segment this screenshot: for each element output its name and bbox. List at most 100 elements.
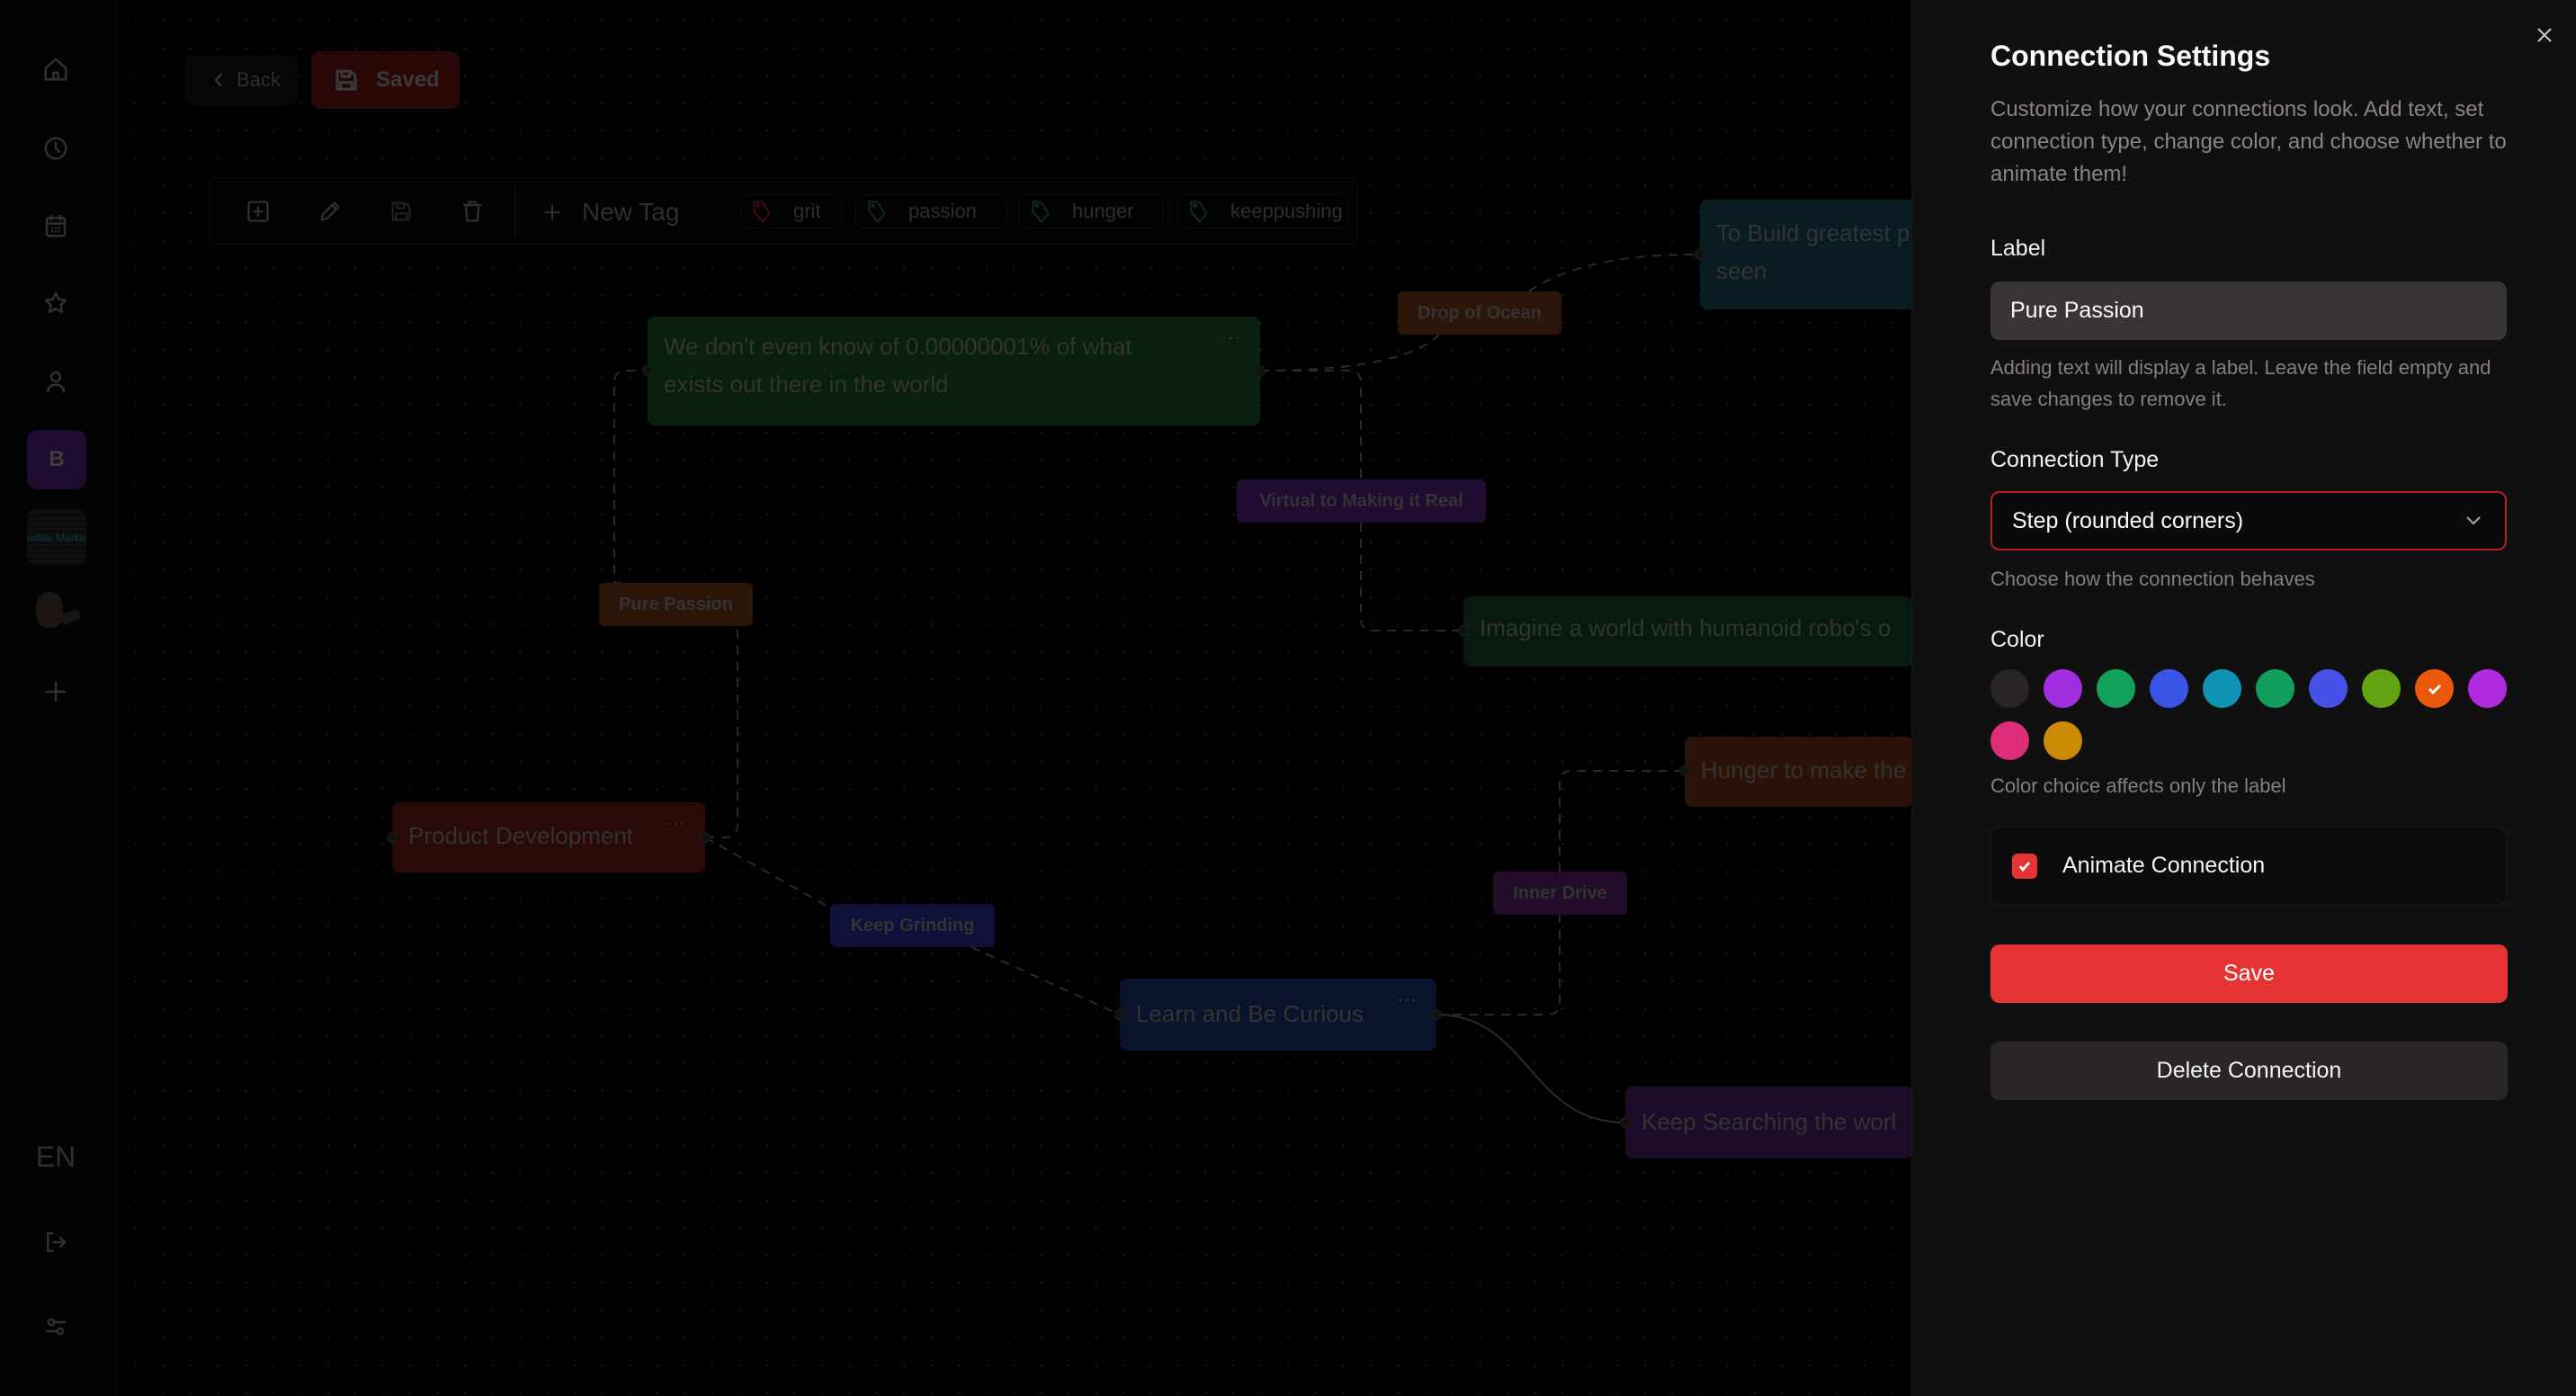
animate-connection-checkbox[interactable] [2012, 854, 2037, 879]
save-button[interactable]: Save [1990, 944, 2508, 1003]
tag-label: passion [908, 200, 977, 222]
workspace-b[interactable]: B [27, 430, 86, 489]
color-swatch-violet[interactable] [2468, 669, 2507, 708]
add-node-icon[interactable] [243, 196, 273, 227]
node-menu-icon[interactable]: ··· [1398, 990, 1417, 1008]
tag-label: hunger [1072, 200, 1134, 222]
avatar-face [36, 592, 63, 628]
close-icon [2537, 28, 2552, 42]
clock-icon[interactable] [37, 130, 75, 167]
label-help-text: Adding text will display a label. Leave … [1990, 356, 2491, 410]
animate-connection-option[interactable] [1990, 827, 2507, 906]
panel-title: Connection Settings [1990, 40, 2271, 72]
logout-icon[interactable] [37, 1223, 75, 1261]
node-universe[interactable]: We don't even know of 0.00000001% of wha… [648, 317, 1260, 425]
trash-icon[interactable] [457, 196, 487, 227]
node-handle[interactable] [1679, 765, 1690, 776]
node-learn-curious[interactable]: Learn and Be Curious ··· [1120, 979, 1436, 1051]
tag-label: grit [793, 200, 821, 222]
saved-button[interactable]: Saved [311, 51, 460, 109]
node-handle[interactable] [642, 365, 653, 376]
color-swatch-pink[interactable] [1990, 721, 2029, 760]
edge-label-drop-of-ocean[interactable]: Drop of Ocean [1398, 291, 1561, 335]
node-to-build[interactable]: To Build greatest p seen [1700, 200, 1916, 309]
color-swatch-lime[interactable] [2362, 669, 2401, 708]
node-handle[interactable] [1114, 1009, 1125, 1020]
node-text: Hunger to make the [1701, 756, 1907, 783]
edge-label-virtual[interactable]: Virtual to Making it Real [1237, 479, 1486, 523]
node-handle[interactable] [1695, 249, 1705, 260]
tag-passion[interactable]: passion [855, 194, 1006, 228]
plus-icon [544, 204, 560, 220]
node-handle[interactable] [1458, 625, 1469, 636]
node-text: Imagine a world with humanoid robo's o [1480, 614, 1892, 641]
node-hunger[interactable]: Hunger to make the [1685, 737, 1913, 807]
color-swatch-indigo[interactable] [2309, 669, 2348, 708]
node-menu-icon[interactable]: ··· [666, 814, 685, 832]
delete-connection-button[interactable]: Delete Connection [1990, 1042, 2508, 1100]
node-text: seen [1716, 257, 1767, 284]
node-text: Product Development [408, 822, 634, 849]
connection-type-heading: Connection Type [1990, 447, 2160, 472]
color-swatch-emerald[interactable] [2256, 669, 2294, 708]
node-handle[interactable] [1255, 365, 1266, 376]
tag-icon [1032, 201, 1050, 224]
calendar-icon[interactable] [37, 207, 75, 245]
color-swatch-cyan[interactable] [2203, 669, 2241, 708]
back-label: Back [237, 68, 281, 91]
connection-type-select[interactable]: Step (rounded corners) [1990, 491, 2507, 550]
home-icon[interactable] [37, 50, 75, 88]
color-swatch-amber[interactable] [2044, 721, 2082, 760]
check-icon [2428, 684, 2441, 694]
tag-label: keeppushing [1230, 200, 1343, 222]
star-icon[interactable] [37, 284, 75, 322]
user-icon[interactable] [37, 362, 75, 400]
edit-icon[interactable] [315, 196, 345, 227]
chevron-down-icon [2466, 516, 2481, 525]
plus-icon[interactable] [37, 673, 75, 711]
node-handle[interactable] [1620, 1117, 1631, 1128]
sidebar: B witter Marketir EN [0, 0, 117, 1396]
edge-label-keep-grinding[interactable]: Keep Grinding [830, 904, 995, 947]
node-handle[interactable] [387, 832, 398, 843]
node-imagine[interactable]: Imagine a world with humanoid robo's o [1463, 596, 1913, 667]
connection-type-help: Choose how the connection behaves [1990, 568, 2315, 590]
edge-label-pure-passion[interactable]: Pure Passion [599, 583, 753, 626]
workspace-twitter-marketing[interactable]: witter Marketir [27, 508, 86, 566]
node-handle[interactable] [700, 832, 711, 843]
workspace-avatar[interactable] [29, 590, 85, 640]
tag-hunger[interactable]: hunger [1019, 194, 1163, 228]
node-handle[interactable] [1431, 1009, 1442, 1020]
tag-grit[interactable]: grit [740, 194, 841, 228]
close-button[interactable] [2529, 22, 2560, 49]
new-tag-label: New Tag [582, 198, 680, 226]
save-icon[interactable] [386, 196, 416, 227]
saved-label: Saved [376, 67, 440, 92]
chevron-left-icon [214, 73, 222, 87]
language-switcher[interactable]: EN [35, 1141, 76, 1173]
color-swatch-blue[interactable] [2150, 669, 2188, 708]
back-button[interactable]: Back [184, 55, 299, 105]
color-swatch-purple[interactable] [2044, 669, 2082, 708]
label-input[interactable] [1990, 282, 2507, 340]
node-text: exists out there in the world [664, 371, 949, 398]
node-text: Learn and Be Curious [1136, 1000, 1364, 1027]
color-help-text: Color choice affects only the label [1990, 774, 2286, 797]
new-tag-button[interactable]: New Tag [542, 194, 679, 230]
animate-connection-label[interactable]: Animate Connection [2062, 853, 2266, 878]
color-swatch-orange-selected[interactable] [2415, 669, 2454, 708]
sliders-icon[interactable] [37, 1308, 75, 1346]
node-menu-icon[interactable]: ··· [1221, 328, 1240, 346]
color-swatch-charcoal[interactable] [1990, 669, 2029, 708]
color-swatch-green[interactable] [2097, 669, 2135, 708]
tag-keeppushing[interactable]: keeppushing [1177, 194, 1348, 228]
tag-icon [868, 201, 886, 224]
canvas-toolbar: New Tag grit passion hunger keeppushing [209, 177, 1358, 245]
node-text: To Build greatest p [1716, 219, 1910, 246]
edge-label-inner-drive[interactable]: Inner Drive [1493, 872, 1627, 915]
check-icon [2018, 862, 2030, 872]
panel-description: Customize how your connections look. Add… [1990, 97, 2507, 186]
node-product-development[interactable]: Product Development ··· [392, 802, 705, 872]
node-keep-searching[interactable]: Keep Searching the worl [1625, 1087, 1913, 1159]
